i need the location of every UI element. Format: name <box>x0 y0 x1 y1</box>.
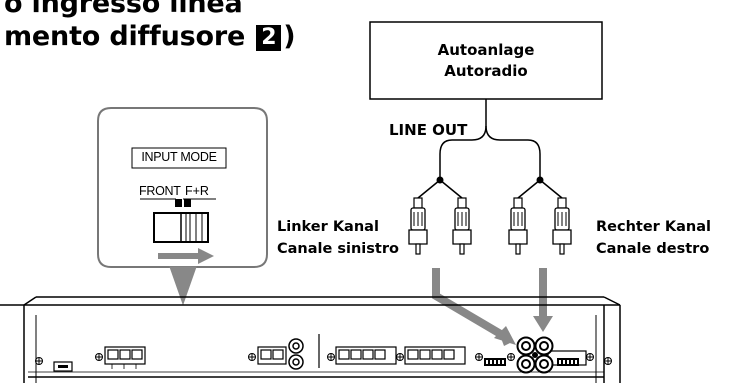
heading-line-2-text: mento diffusore <box>4 21 246 52</box>
arrow-right-head <box>533 316 553 332</box>
rca-plug-3 <box>508 197 528 255</box>
right-channel-label-de: Rechter Kanal <box>596 219 711 235</box>
line-out-cable-left <box>439 99 487 180</box>
head-unit-label: Autoanlage Autoradio <box>370 40 602 82</box>
right-channel-label-it: Canale destro <box>596 241 710 257</box>
heading-line-1-text: o ingresso linea <box>4 0 243 19</box>
arrow-left-head <box>494 326 516 345</box>
left-channel-label: Linker Kanal Canale sinistro <box>277 216 399 260</box>
switch-direction-arrow <box>198 248 214 264</box>
arrow-left-to-input <box>432 268 507 340</box>
step-number-badge: 2 <box>256 25 282 51</box>
rca-plug-4 <box>552 197 572 255</box>
head-unit-label-de: Autoanlage <box>437 41 535 59</box>
input-mode-front-label: FRONT <box>139 184 181 198</box>
input-mode-fr-label: F+R <box>185 184 209 198</box>
section-heading-line-1: o ingresso linea <box>4 0 243 19</box>
input-mode-title: INPUT MODE <box>141 150 217 164</box>
callout-pointer <box>169 266 197 306</box>
input-mode-title-box <box>131 147 227 169</box>
input-mode-callout <box>97 107 268 268</box>
right-channel-label: Rechter Kanal Canale destro <box>596 216 711 260</box>
line-out-cable-right <box>485 125 541 180</box>
rca-plugs <box>408 197 572 255</box>
left-channel-label-it: Canale sinistro <box>277 241 399 257</box>
amplifier-unit <box>0 296 621 383</box>
heading-line-2-suffix: ) <box>283 21 296 52</box>
rca-plug-2 <box>452 197 472 255</box>
left-channel-label-de: Linker Kanal <box>277 219 379 235</box>
head-unit-box <box>369 21 603 100</box>
rca-plug-1 <box>408 197 428 255</box>
section-heading-line-2: mento diffusore 2) <box>4 21 296 52</box>
line-out-label: LINE OUT <box>389 121 468 139</box>
head-unit-label-it: Autoradio <box>444 62 528 80</box>
